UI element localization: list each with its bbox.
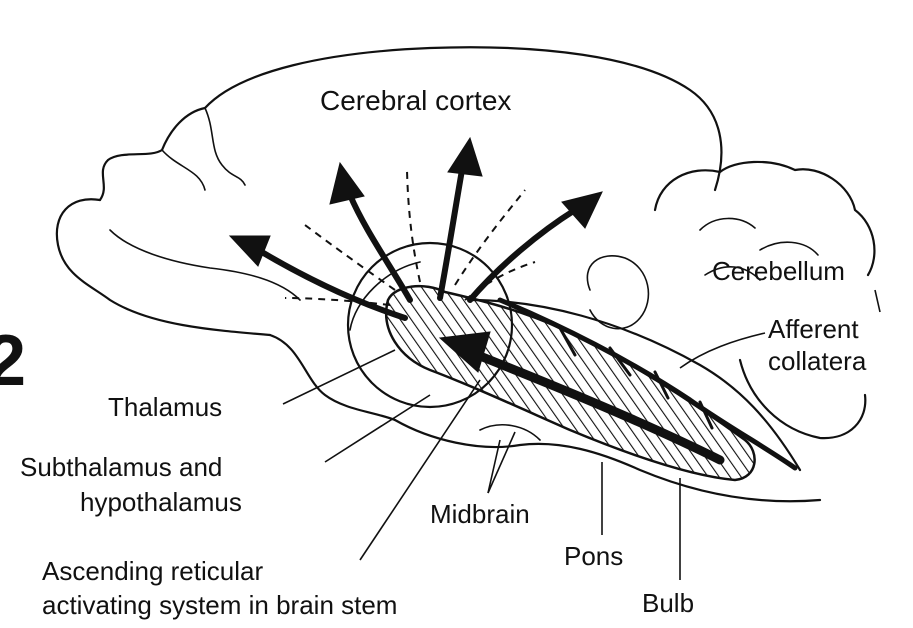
label-bulb: Bulb	[642, 588, 694, 618]
label-subthalamus-line2: hypothalamus	[80, 487, 242, 517]
label-cerebral-cortex: Cerebral cortex	[320, 85, 511, 116]
cortex-arrow-3	[440, 170, 462, 298]
cortex-arrow-3-head	[448, 138, 482, 176]
cortex-arrow-4-head	[562, 192, 602, 228]
sulcus-2	[162, 150, 205, 190]
cortex-arrow-2-head	[330, 163, 364, 204]
leader-cerebellum	[875, 290, 880, 312]
label-subthalamus-line1: Subthalamus and	[20, 452, 222, 482]
leader-afferent	[680, 333, 765, 368]
label-cerebellum: Cerebellum	[712, 256, 845, 286]
olfactory-bulb-outline	[57, 199, 270, 335]
label-ascending-line1: Ascending reticular	[42, 556, 263, 586]
frontal-inner-contour	[110, 230, 300, 300]
label-afferent: Afferent	[768, 314, 859, 344]
pons-bulge	[480, 425, 540, 440]
label-pons: Pons	[564, 541, 623, 571]
sulcus-1	[205, 108, 245, 185]
label-midbrain: Midbrain	[430, 499, 530, 529]
basal-outline	[270, 335, 395, 420]
edge-fragment-glyph: 2	[0, 321, 26, 401]
diffuse-projection-4	[285, 298, 390, 305]
leader-thalamus	[283, 350, 395, 404]
leader-midbrain-2	[488, 432, 515, 493]
temporal-lobe-loop	[587, 256, 648, 329]
diffuse-projection-3	[455, 190, 525, 285]
cortex-arrow-1-head	[230, 236, 270, 266]
frontal-lobe-outline	[100, 108, 205, 200]
label-ascending-line2: activating system in brain stem	[42, 590, 397, 620]
label-thalamus: Thalamus	[108, 392, 222, 422]
cortex-arrow-4	[470, 210, 575, 300]
label-collateral: collatera	[768, 346, 867, 376]
